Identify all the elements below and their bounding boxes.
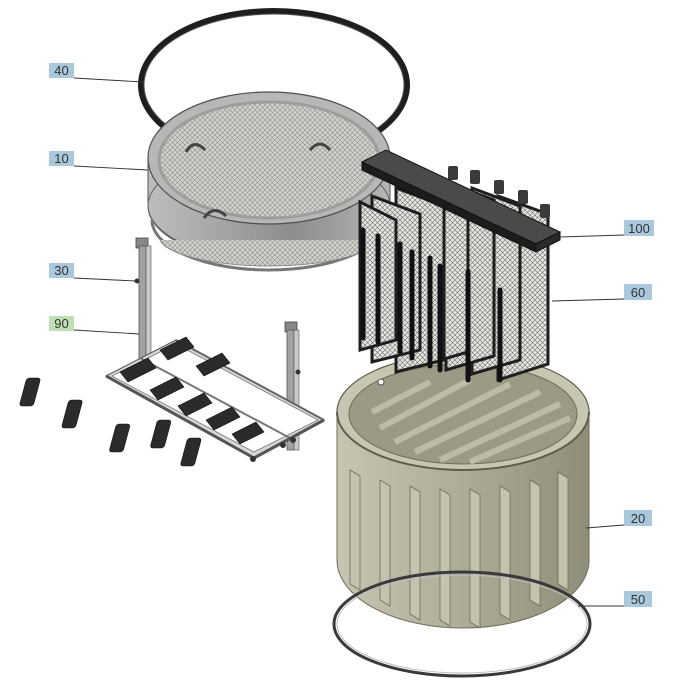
leader-lines [73, 77, 625, 607]
leader-100 [559, 234, 625, 238]
callout-30: 30 [49, 263, 74, 278]
leader-10 [73, 165, 149, 171]
svg-text:20: 20 [631, 511, 645, 526]
svg-text:60: 60 [631, 285, 645, 300]
leader-40 [73, 77, 144, 83]
callout-60: 60 [624, 284, 652, 300]
callout-40: 40 [49, 63, 74, 78]
callout-100: 100 [624, 220, 654, 236]
svg-text:50: 50 [631, 592, 645, 607]
svg-text:30: 30 [54, 263, 68, 278]
callout-90: 90 [49, 316, 74, 331]
callout-10: 10 [49, 151, 74, 166]
leader-20 [585, 524, 625, 529]
basin-part [336, 353, 590, 629]
callout-50: 50 [624, 591, 652, 607]
svg-text:90: 90 [54, 316, 68, 331]
leader-30 [73, 277, 137, 282]
svg-text:40: 40 [54, 63, 68, 78]
leader-90 [73, 329, 140, 335]
strainer-lid-part [147, 91, 391, 272]
top-beam-part [360, 149, 562, 253]
callout-20: 20 [624, 510, 652, 526]
leader-60 [551, 298, 625, 302]
support-frame-part [19, 237, 326, 467]
bottom-ring-part [332, 570, 592, 678]
svg-text:10: 10 [54, 151, 68, 166]
svg-text:100: 100 [628, 221, 650, 236]
